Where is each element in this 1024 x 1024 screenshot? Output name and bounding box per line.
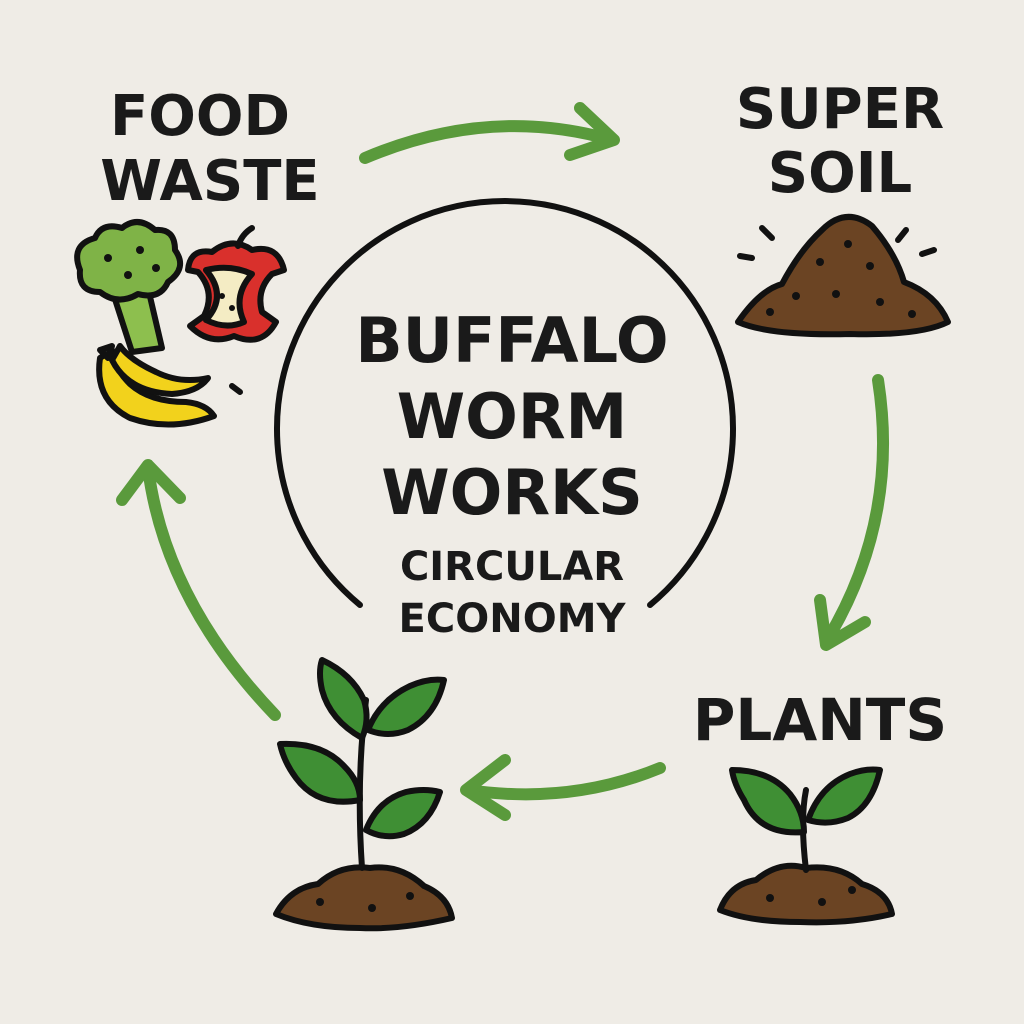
arrow-soil-to-plants bbox=[814, 374, 890, 651]
center-subtitle-line-2: ECONOMY bbox=[399, 596, 627, 642]
food-waste-label-line-2: WASTE bbox=[100, 149, 319, 214]
broccoli-icon bbox=[74, 219, 184, 355]
sprout-icon bbox=[717, 766, 895, 926]
center-subtitle-line-1: CIRCULAR bbox=[400, 544, 624, 590]
center-subtitle: CIRCULAR ECONOMY bbox=[399, 544, 627, 642]
super-soil-label-line-2: SOIL bbox=[768, 141, 912, 206]
food-waste-label-line-1: FOOD bbox=[110, 84, 290, 149]
center-title-line-1: BUFFALO bbox=[355, 304, 668, 377]
arrow-seedling-to-food bbox=[116, 459, 281, 721]
arrow-plants-to-seedling bbox=[460, 754, 666, 821]
center-title-line-2: WORM bbox=[397, 380, 628, 453]
soil-pile-icon bbox=[735, 214, 951, 338]
arrow-food-to-soil bbox=[359, 102, 620, 164]
center-title-line-3: WORKS bbox=[381, 456, 643, 529]
center-title: BUFFALO WORM WORKS bbox=[355, 304, 668, 529]
banana-icon bbox=[96, 343, 243, 428]
center-circle bbox=[274, 198, 736, 608]
seedling-icon bbox=[273, 657, 455, 932]
super-soil-label-line-1: SUPER bbox=[736, 77, 944, 142]
apple-core-icon bbox=[185, 225, 287, 343]
plants-label: PLANTS bbox=[693, 686, 947, 754]
